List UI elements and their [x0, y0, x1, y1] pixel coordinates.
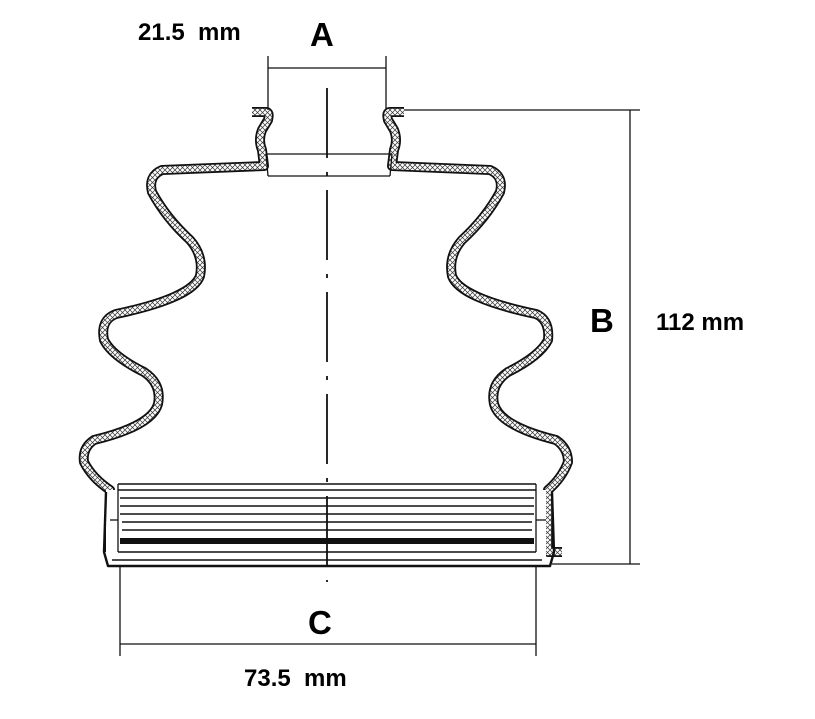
- dimension-c-letter: C: [308, 604, 332, 641]
- dimension-c: C 73.5 mm: [119, 566, 537, 692]
- dimension-b-letter: B: [590, 302, 614, 339]
- large-end-outline: [102, 491, 556, 568]
- boot-wall-fill: [80, 108, 572, 556]
- small-end-collar: [265, 153, 393, 177]
- dimension-a: A 21.5 mm: [138, 16, 387, 110]
- boot-wall: [78, 107, 573, 557]
- large-end: [102, 483, 556, 568]
- dimension-a-value: 21.5 mm: [138, 19, 241, 46]
- dimension-a-letter: A: [310, 16, 334, 53]
- collar-right-edge: [389, 153, 393, 177]
- collar-left-edge: [265, 153, 269, 177]
- dimension-c-value: 73.5 mm: [244, 665, 347, 692]
- dimension-b: B 112 mm: [404, 109, 744, 565]
- dimension-b-value: 112 mm: [656, 309, 744, 336]
